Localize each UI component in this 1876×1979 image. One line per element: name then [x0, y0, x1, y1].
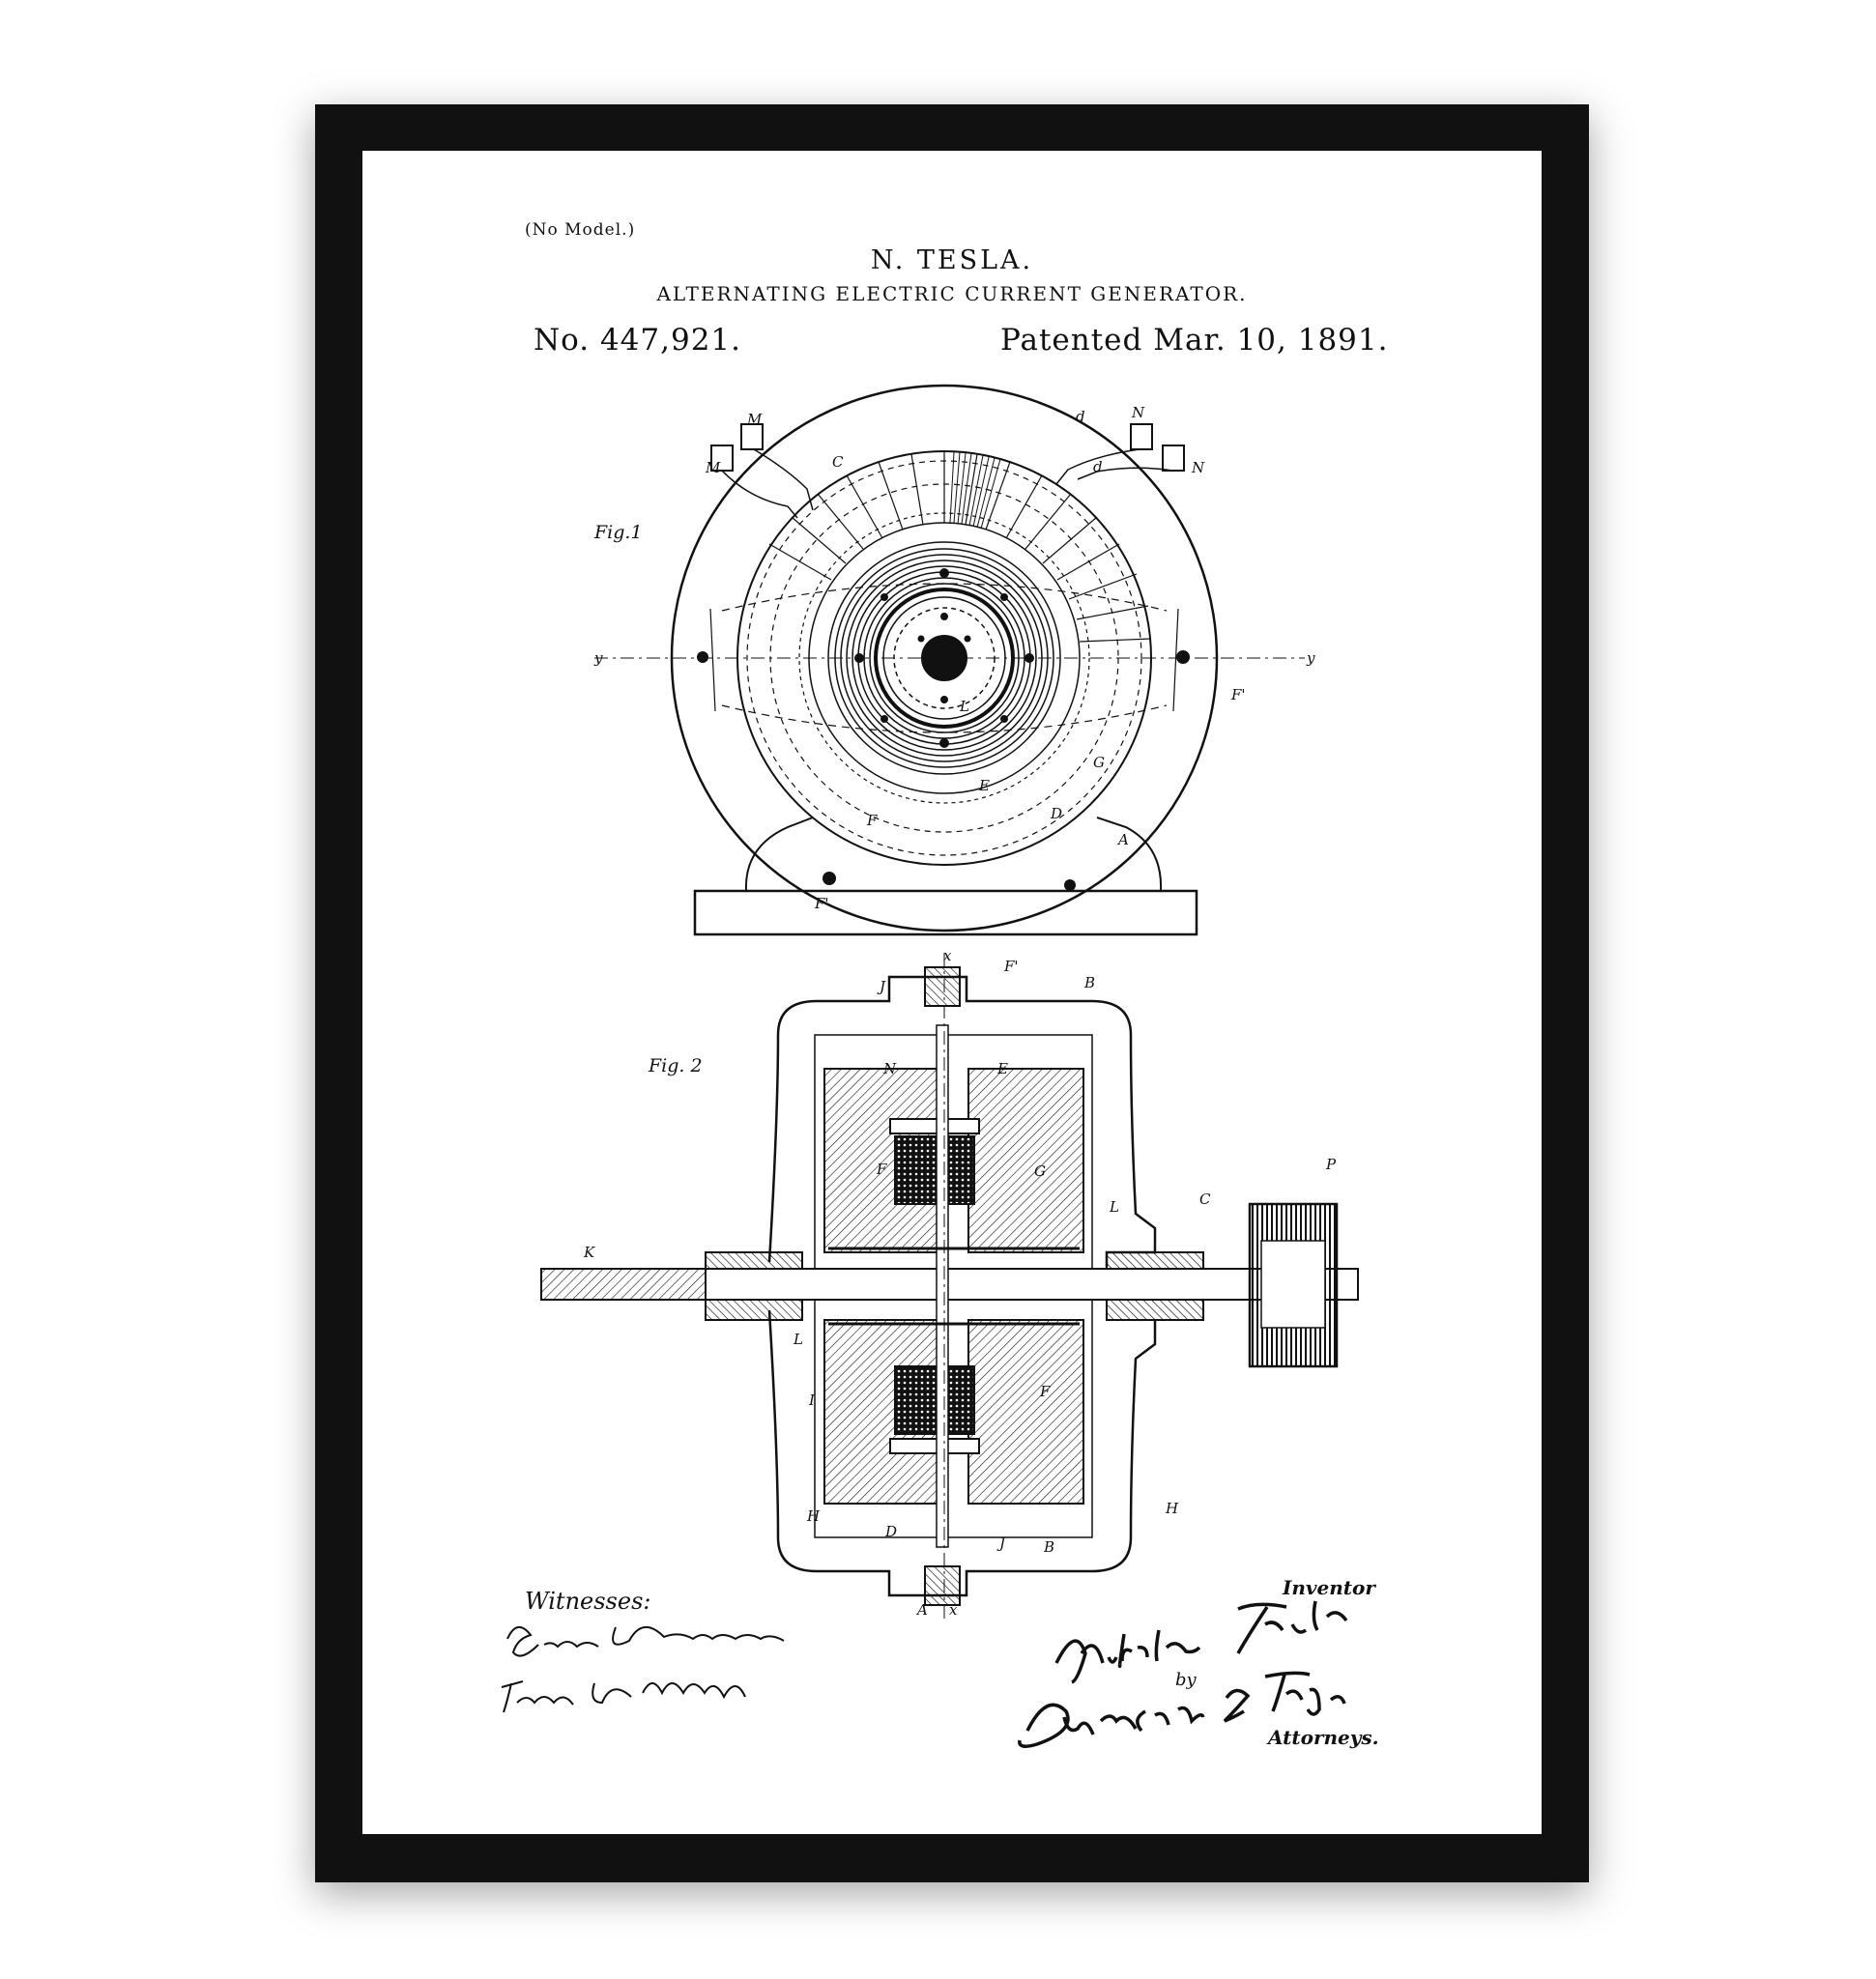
fig1-reference-letter: D — [1050, 805, 1062, 822]
fig2-reference-letter: P — [1325, 1156, 1337, 1173]
fig1-reference-letter: d — [1076, 408, 1085, 425]
fig2-reference-letter: H — [806, 1507, 821, 1525]
fig2-reference-letter: N — [882, 1060, 897, 1077]
witnesses-label: Witnesses: — [525, 1588, 650, 1615]
fig2-reference-letter: x — [943, 947, 952, 964]
fig1-reference-letter: C — [832, 453, 844, 471]
fig2-reference-letter: x — [949, 1601, 958, 1619]
picture-frame: (No Model.) N. TESLA. ALTERNATING ELECTR… — [315, 104, 1589, 1882]
fig1-reference-letter: F' — [1230, 686, 1246, 703]
fig2-reference-letter: E — [996, 1060, 1008, 1077]
fig1-reference-letter: A — [1116, 831, 1129, 848]
fig1-reference-letter: y — [593, 649, 603, 667]
fig1-reference-letter: G — [1093, 754, 1105, 771]
fig1-reference-letter: F — [866, 812, 878, 829]
fig2-reference-letter: K — [583, 1244, 595, 1261]
fig2-reference-letter: H — [1165, 1500, 1179, 1517]
witness-signatures — [502, 1627, 784, 1712]
fig2-reference-letter: D — [884, 1523, 897, 1540]
fig2-reference-letter: L — [1109, 1198, 1119, 1216]
fig2-reference-letter: B — [1043, 1538, 1054, 1556]
fig2-reference-letter: B — [1083, 974, 1095, 991]
fig1-reference-letter: M — [746, 411, 763, 428]
fig2-reference-letter: I — [808, 1391, 816, 1409]
fig2-reference-letter: F — [1039, 1383, 1051, 1400]
fig2-reference-letter: J — [877, 978, 886, 995]
fig2-reference-letter: G — [1034, 1162, 1046, 1180]
fig1-reference-letter: L — [959, 698, 969, 715]
fig1-reference-letter: M — [705, 459, 721, 476]
attorneys-label: Attorneys. — [1268, 1726, 1379, 1749]
fig1-reference-letter: y — [1306, 649, 1315, 667]
fig2-drawing — [541, 953, 1358, 1620]
fig1-reference-letter: d — [1093, 458, 1103, 475]
fig1-reference-letter: F' — [814, 895, 829, 912]
patent-print: (No Model.) N. TESLA. ALTERNATING ELECTR… — [362, 151, 1542, 1834]
fig2-reference-letter: F — [876, 1161, 887, 1178]
fig2-reference-letter: L — [793, 1331, 803, 1348]
inventor-label: Inventor — [1283, 1576, 1375, 1599]
fig2-reference-letter: F' — [1003, 958, 1019, 975]
fig1-reference-letter: E — [978, 777, 990, 794]
fig1-reference-letter: N — [1191, 459, 1205, 476]
fig2-reference-letter: A — [915, 1601, 928, 1619]
inventor-signature — [1056, 1601, 1346, 1682]
fig1-reference-letter: N — [1131, 404, 1145, 421]
fig2-reference-letter: C — [1199, 1190, 1211, 1208]
by-label: by — [1175, 1670, 1197, 1690]
